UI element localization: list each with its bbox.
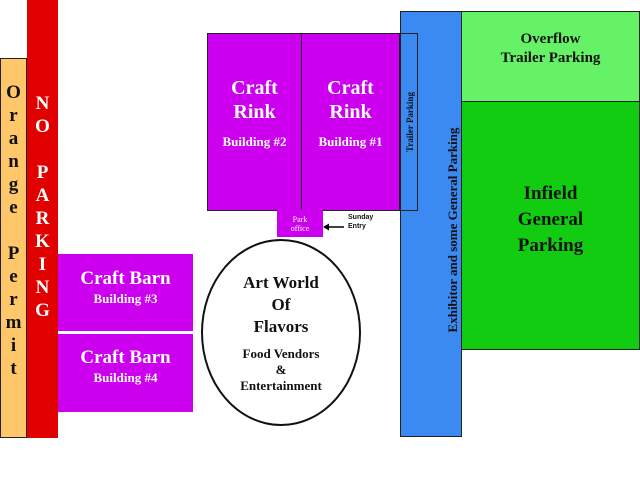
park-office-line2: office bbox=[290, 223, 310, 233]
trailer-parking-label: Trailer Parking bbox=[405, 92, 415, 152]
no-parking-letter: R bbox=[35, 208, 50, 229]
orange-permit-letter bbox=[11, 221, 16, 240]
overflow-line1: Overflow bbox=[520, 31, 581, 47]
park-office-line1: Park bbox=[292, 214, 308, 224]
orange-permit-letter: P bbox=[7, 243, 20, 264]
craft-rink-2-title-line2: Rink bbox=[233, 101, 276, 123]
no-parking-letter: N bbox=[35, 277, 50, 298]
art-world-line1: Art World bbox=[243, 273, 319, 292]
sunday-entry-line1: Sunday bbox=[348, 214, 374, 221]
craft-barn-4-subtitle: Building #4 bbox=[93, 370, 158, 385]
exhibitor-parking-label: Exhibitor and some General Parking bbox=[445, 127, 460, 333]
exhibitor-parking-area: Exhibitor and some General Parking bbox=[400, 11, 462, 437]
overflow-line2: Trailer Parking bbox=[500, 50, 601, 66]
craft-rink-2-title-line1: Craft bbox=[231, 77, 278, 99]
craft-rink-building-2: Craft Rink Building #2 bbox=[207, 33, 302, 211]
no-parking-letter: I bbox=[38, 254, 47, 275]
art-world-sub3: Entertainment bbox=[240, 378, 322, 393]
sunday-entry-line2: Entry bbox=[348, 223, 366, 230]
infield-line1: Infield bbox=[523, 183, 578, 204]
infield-general-parking: Infield General Parking bbox=[461, 101, 640, 350]
infield-line3: Parking bbox=[517, 235, 584, 256]
craft-rink-1-title-line1: Craft bbox=[327, 77, 374, 99]
craft-rink-1-title-line2: Rink bbox=[329, 101, 372, 123]
no-parking-letter: K bbox=[35, 231, 50, 252]
barn-divider bbox=[58, 331, 193, 334]
no-parking-letter: P bbox=[36, 162, 49, 183]
craft-rink-2-subtitle: Building #2 bbox=[222, 134, 287, 149]
orange-permit-letter: r bbox=[9, 105, 18, 126]
orange-permit-letter: g bbox=[8, 174, 19, 195]
art-world-sub1: Food Vendors bbox=[242, 346, 320, 361]
orange-permit-letter: t bbox=[10, 358, 17, 379]
art-world-of-flavors: Art World Of Flavors Food Vendors & Ente… bbox=[201, 239, 361, 426]
no-parking-letter: A bbox=[35, 185, 50, 206]
orange-permit-letter: e bbox=[9, 266, 18, 287]
craft-rink-1-subtitle: Building #1 bbox=[318, 134, 383, 149]
craft-barn-3-subtitle: Building #3 bbox=[93, 291, 158, 306]
art-world-sub2: & bbox=[275, 362, 287, 377]
craft-barn-building-4: Craft Barn Building #4 bbox=[58, 334, 193, 412]
craft-rink-building-1: Craft Rink Building #1 bbox=[301, 33, 400, 211]
sunday-entry: Sunday Entry bbox=[348, 213, 373, 231]
craft-barn-building-3: Craft Barn Building #3 bbox=[58, 254, 193, 332]
no-parking-letter: N bbox=[35, 93, 50, 114]
no-parking-letter: G bbox=[35, 300, 50, 321]
art-world-line2: Of bbox=[271, 295, 291, 314]
sunday-entry-arrow-icon bbox=[323, 223, 344, 231]
craft-barn-4-title: Craft Barn bbox=[80, 347, 171, 368]
orange-permit-letter: O bbox=[6, 82, 21, 103]
no-parking-letter: O bbox=[35, 116, 50, 137]
no-parking-letter bbox=[40, 140, 45, 159]
trailer-parking-strip: Trailer Parking bbox=[400, 33, 418, 211]
art-world-line3: Flavors bbox=[253, 317, 309, 336]
infield-line2: General bbox=[517, 209, 584, 230]
orange-permit-letter: e bbox=[9, 197, 18, 218]
orange-permit-letter: a bbox=[8, 128, 19, 149]
orange-permit-letter: n bbox=[8, 151, 19, 172]
park-office: Park office bbox=[277, 210, 323, 237]
orange-permit-letter: r bbox=[9, 289, 18, 310]
craft-barn-3-title: Craft Barn bbox=[80, 268, 171, 289]
orange-permit-letter: i bbox=[10, 335, 17, 356]
orange-permit-letter: m bbox=[5, 312, 22, 333]
overflow-trailer-parking: Overflow Trailer Parking bbox=[461, 11, 640, 102]
